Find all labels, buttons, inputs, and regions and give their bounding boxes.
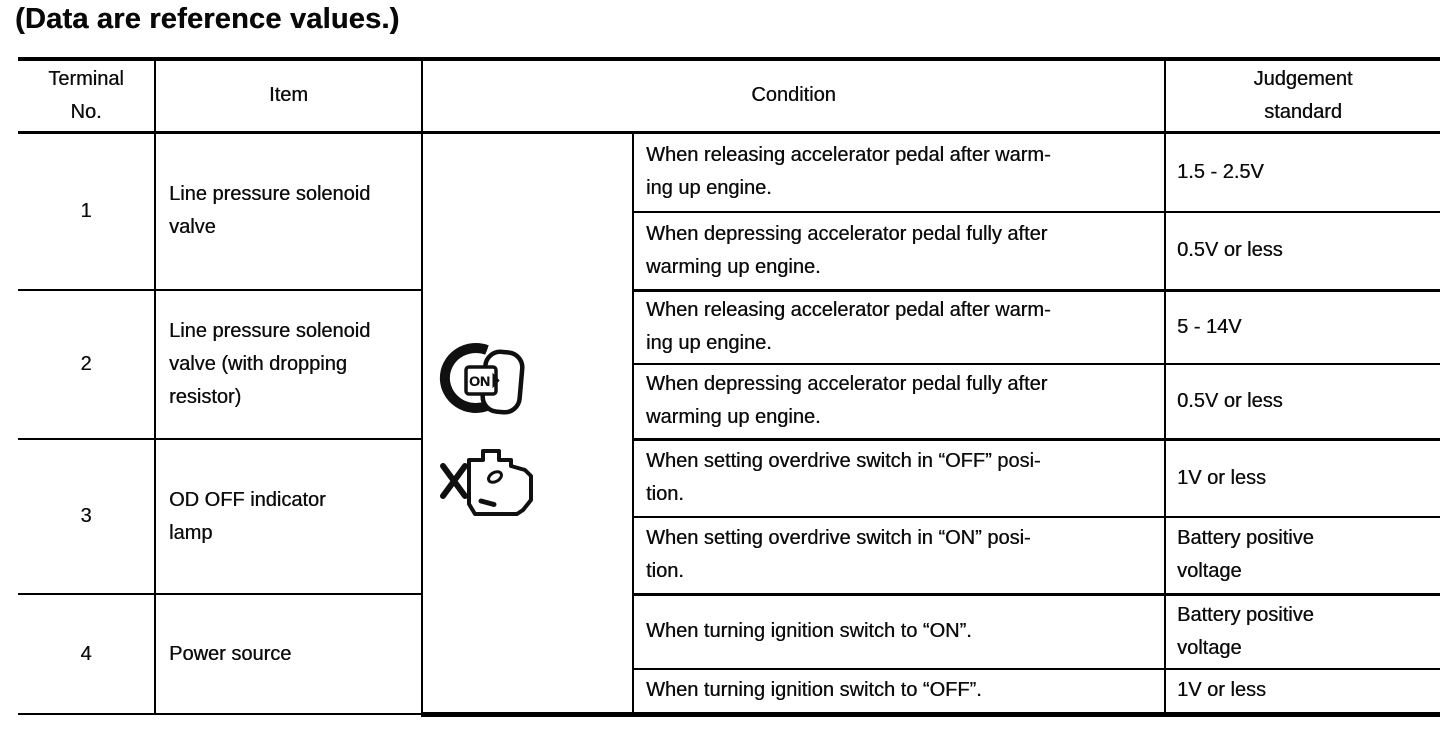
judgement-cell: 0.5V or less — [1164, 212, 1441, 292]
condition-cell: When releasing accelerator pedal after w… — [631, 132, 1167, 213]
terminal-number: 3 — [18, 439, 156, 595]
svg-text:ON: ON — [469, 373, 490, 389]
col-header-condition: Condition — [420, 57, 1167, 134]
condition-icons-cell: ON — [421, 132, 634, 717]
engine-running-icon — [440, 448, 533, 516]
item-cell: OD OFF indicator lamp — [154, 439, 423, 595]
judgement-cell: Battery positive voltage — [1164, 517, 1441, 596]
ignition-switch-on-icon: ON — [439, 342, 525, 415]
condition-cell: When turning ignition switch to “OFF”. — [631, 669, 1167, 717]
item-cell: Line pressure solenoid valve (with dropp… — [154, 290, 423, 440]
condition-cell: When depressing accelerator pedal fully … — [631, 364, 1167, 441]
col-header-item: Item — [154, 57, 423, 134]
item-cell: Line pressure solenoid valve — [154, 132, 423, 291]
condition-icon-stack: ON — [424, 324, 631, 522]
judgement-cell: 1.5 - 2.5V — [1164, 132, 1441, 213]
condition-cell: When turning ignition switch to “ON”. — [631, 594, 1167, 670]
terminal-number: 4 — [18, 594, 156, 715]
col-header-judgement-standard: Judgement standard — [1164, 57, 1441, 134]
terminal-reference-table: Terminal No. Item Condition Judgement st… — [18, 57, 1441, 717]
condition-cell: When setting overdrive switch in “OFF” p… — [631, 439, 1167, 518]
page-title: (Data are reference values.) — [15, 3, 400, 35]
condition-cell: When releasing accelerator pedal after w… — [631, 290, 1167, 365]
terminal-number: 1 — [18, 132, 156, 291]
judgement-cell: Battery positive voltage — [1164, 594, 1441, 670]
condition-cell: When depressing accelerator pedal fully … — [631, 212, 1167, 292]
condition-cell: When setting overdrive switch in “ON” po… — [631, 517, 1167, 596]
judgement-cell: 1V or less — [1164, 439, 1441, 518]
judgement-cell: 0.5V or less — [1164, 364, 1441, 441]
terminal-number: 2 — [18, 290, 156, 440]
judgement-cell: 5 - 14V — [1164, 290, 1441, 365]
col-header-terminal-no: Terminal No. — [18, 57, 156, 134]
judgement-cell: 1V or less — [1164, 669, 1441, 717]
item-cell: Power source — [154, 594, 423, 715]
